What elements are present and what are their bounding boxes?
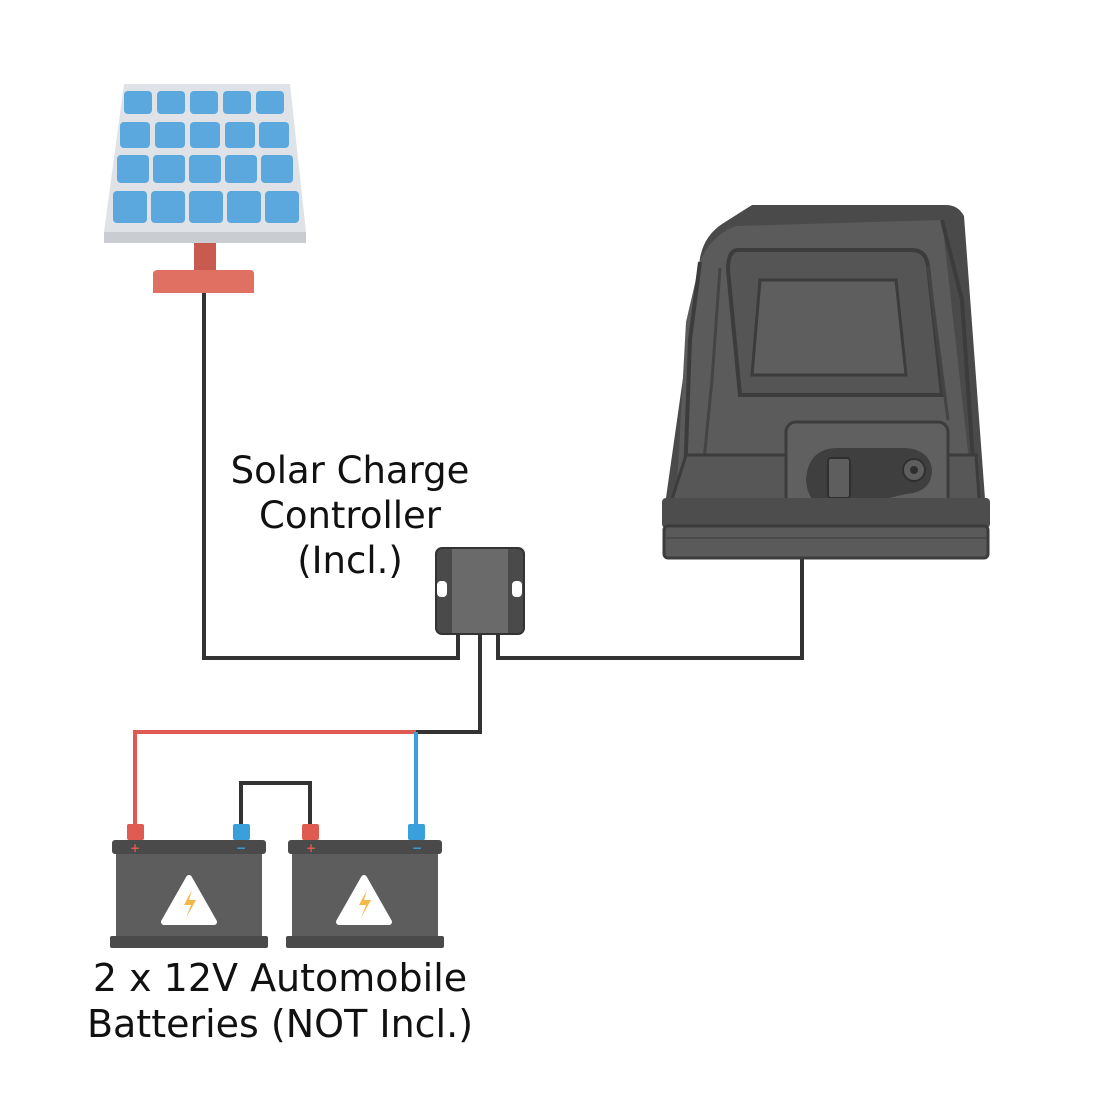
battery-1-positive-sign: + (130, 841, 140, 855)
battery-label: 2 x 12V Automobile Batteries (NOT Incl.) (40, 955, 520, 1048)
controller-label-line-3: (Incl.) (297, 539, 403, 583)
gate-opener-motor-icon (662, 205, 990, 560)
solar-panel-icon (104, 84, 306, 293)
positive-wire (133, 730, 416, 824)
motor-wire (496, 558, 804, 660)
series-link-wire (239, 781, 312, 824)
battery-supply-wire (416, 634, 482, 734)
wires (133, 292, 804, 824)
battery-label-line-1: 2 x 12V Automobile (92, 956, 468, 1000)
solar-cells (113, 91, 299, 223)
battery-icon: + − (286, 824, 444, 948)
warning-lightning-icon (161, 875, 217, 925)
panel-wire (202, 292, 460, 660)
panel-mount-post (194, 243, 216, 271)
battery-2-negative-terminal (408, 824, 425, 840)
charge-controller-icon (435, 547, 525, 635)
battery-label-line-2: Batteries (NOT Incl.) (86, 1002, 474, 1047)
battery-2-positive-sign: + (306, 841, 316, 855)
battery-1-negative-terminal (233, 824, 250, 840)
battery-1-positive-terminal (127, 824, 144, 840)
battery-1-negative-sign: − (236, 841, 246, 855)
panel-mount-base (153, 270, 254, 293)
controller-label-line-1: Solar Charge (230, 449, 470, 492)
warning-lightning-icon (336, 875, 392, 925)
battery-icon: + − (110, 824, 268, 948)
battery-2-positive-terminal (302, 824, 319, 840)
controller-label-line-2: Controller (258, 494, 441, 538)
battery-2-negative-sign: − (412, 841, 422, 855)
controller-label: Solar Charge Controller (Incl.) (200, 448, 500, 583)
